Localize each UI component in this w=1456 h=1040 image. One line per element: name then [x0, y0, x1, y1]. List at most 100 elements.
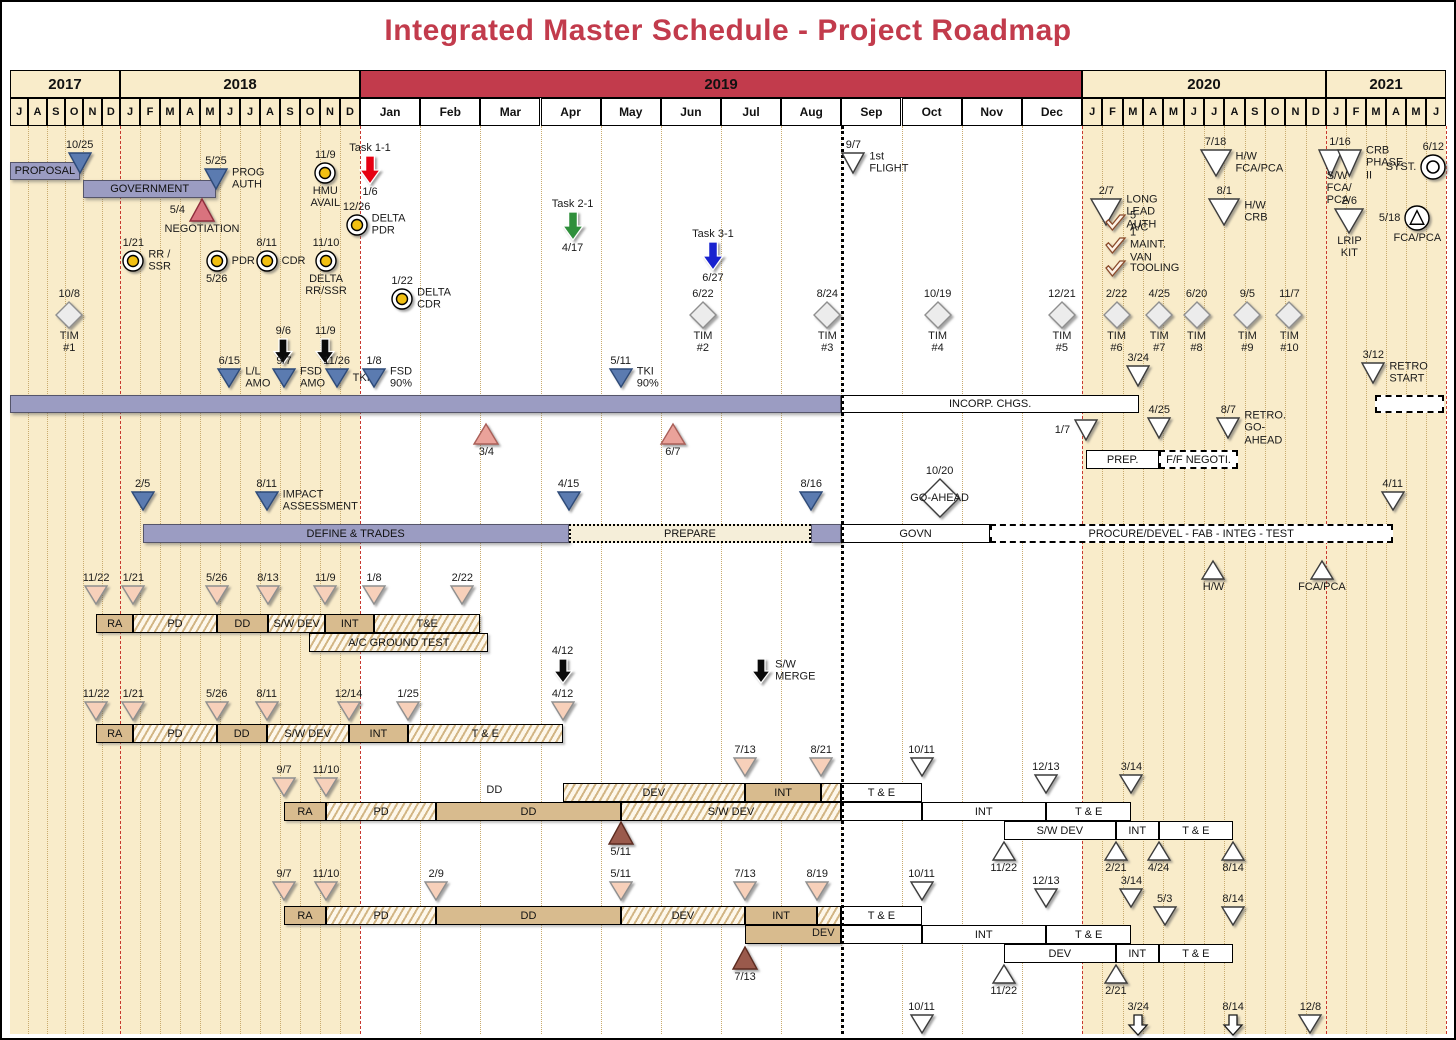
month-header: J [10, 98, 29, 126]
diamond-marker-icon [1145, 301, 1174, 329]
triangle-marker-icon [991, 963, 1017, 984]
bar-label: GOVN [899, 527, 932, 540]
month-header: J [1203, 98, 1225, 126]
milestone-date-label: 12/8 [1299, 1000, 1322, 1013]
triangle-marker-icon [254, 491, 279, 512]
milestone-caption: CRB PHASE II [1366, 144, 1404, 182]
triangle-marker-icon [313, 881, 339, 902]
milestone-rowC3-u2: 2/21 [1103, 840, 1129, 874]
bar-label: GOVERNMENT [110, 183, 190, 195]
rowA-te: T&E [374, 614, 481, 633]
milestone-date-label: 2/7 [1098, 184, 1115, 197]
milestone-date-label: 10/11 [908, 743, 935, 756]
month-header: S [46, 98, 65, 126]
month-header: A [180, 98, 200, 126]
milestone-caption: TIM #5 [1052, 330, 1072, 355]
milestone-rowC-m7: 3/14 [1119, 761, 1144, 795]
triangle-marker-icon [909, 1014, 934, 1035]
milestone-caption: FSD AMO [300, 365, 326, 390]
milestone-date-label: 11/22 [82, 571, 110, 584]
month-gridline [1224, 126, 1226, 1034]
rowA-pd: PD [133, 614, 217, 633]
rowD1-te: T & E [841, 906, 922, 925]
milestone-caption: 1 MAINT. VAN [1130, 226, 1167, 264]
milestone-rowD-m5: 7/13 [732, 868, 758, 902]
milestone-caption: NEGOTIATION [164, 223, 240, 235]
triangle-marker-icon [271, 777, 297, 798]
bar-label: S/W DEV [273, 617, 320, 630]
milestone-date-label: 7/13 [734, 867, 756, 880]
milestone-caption: TIM #8 [1187, 330, 1207, 355]
circle-marker-icon [1420, 154, 1447, 180]
triangle-marker-icon [121, 585, 146, 606]
milestone-caption: 3/4 [478, 446, 494, 458]
rowD1-pd: PD [326, 906, 437, 925]
rowA-dd: DD [216, 614, 268, 633]
triangle-marker-icon [67, 152, 92, 175]
bar-label: DEV [1048, 947, 1072, 960]
milestone-procure-4-11: 4/11 [1380, 478, 1405, 512]
triangle-marker-icon [909, 757, 934, 778]
milestone-caption: TIM #10 [1279, 330, 1299, 355]
month-gridline [901, 126, 903, 1034]
bar-label: RA [297, 805, 313, 818]
bar-label: S/W DEV [1036, 824, 1084, 837]
bar-label: T & E [867, 786, 896, 799]
milestone-date-label: 6/20 [1185, 287, 1208, 300]
bar-label: DD [233, 727, 250, 740]
bar-label: PREPARE [664, 527, 716, 540]
month-header: Sep [841, 98, 902, 126]
milestone-date-label: 12/13 [1032, 760, 1060, 773]
milestone-date-label: 3/24 [1127, 1000, 1149, 1013]
triangle-marker-icon [361, 585, 387, 606]
milestone-date-label: 3/14 [1120, 874, 1143, 887]
bar-label: T & E [1182, 947, 1210, 960]
triangle-marker-icon [1119, 774, 1144, 795]
milestone-date-label: 2/22 [1105, 287, 1128, 300]
government-bar: GOVERNMENT [83, 180, 216, 198]
month-gridline [781, 126, 783, 1034]
milestone-rowA-m3: 5/26 [204, 572, 229, 606]
check-icon [1105, 237, 1127, 255]
month-gridline [220, 126, 221, 1034]
triangle-marker-icon [83, 585, 109, 606]
month-gridline [420, 126, 422, 1034]
rowD3-int: INT [1115, 944, 1159, 963]
month-gridline [46, 126, 48, 1034]
milestone-date-label: 1/7 [1054, 423, 1071, 436]
milestone-date-label: 11/10 [312, 867, 340, 880]
milestone-caption: 2/21 [1105, 985, 1127, 997]
rowB-swdev: S/W DEV [266, 724, 349, 743]
float-label-dd-float-label: DD [486, 784, 503, 796]
rowB-ra: RA [96, 724, 134, 743]
bar-label: INT [1128, 824, 1147, 837]
triangle-marker-icon [1199, 149, 1232, 178]
milestone-rowD-m4: 5/11 [608, 868, 633, 902]
milestone-date-label: 11/9 [315, 324, 336, 337]
diamond-marker-icon [1275, 301, 1304, 329]
status-date-line [841, 126, 845, 1034]
milestone-caption: DELTA CDR [417, 286, 451, 311]
milestone-rowA-m4: 8/13 [255, 572, 281, 606]
triangle-marker-icon [1103, 840, 1129, 861]
milestone-proposal-complete: 10/25 [66, 139, 93, 175]
milestone-check-maint-van: 1 MAINT. VAN [1104, 227, 1166, 263]
triangle-marker-icon [731, 945, 759, 970]
diamond-marker-icon [919, 478, 960, 518]
ff-negoti-bar: F/F NEGOTI. [1159, 450, 1238, 469]
month-header: A [260, 98, 280, 126]
arrow-marker-icon [273, 338, 294, 366]
milestone-date-label: 6/15 [218, 354, 241, 367]
milestone-rowD-baseline-7-13: 7/13 [731, 945, 759, 983]
month-gridline [140, 126, 141, 1034]
proposal-bar: PROPOSAL [10, 162, 80, 180]
